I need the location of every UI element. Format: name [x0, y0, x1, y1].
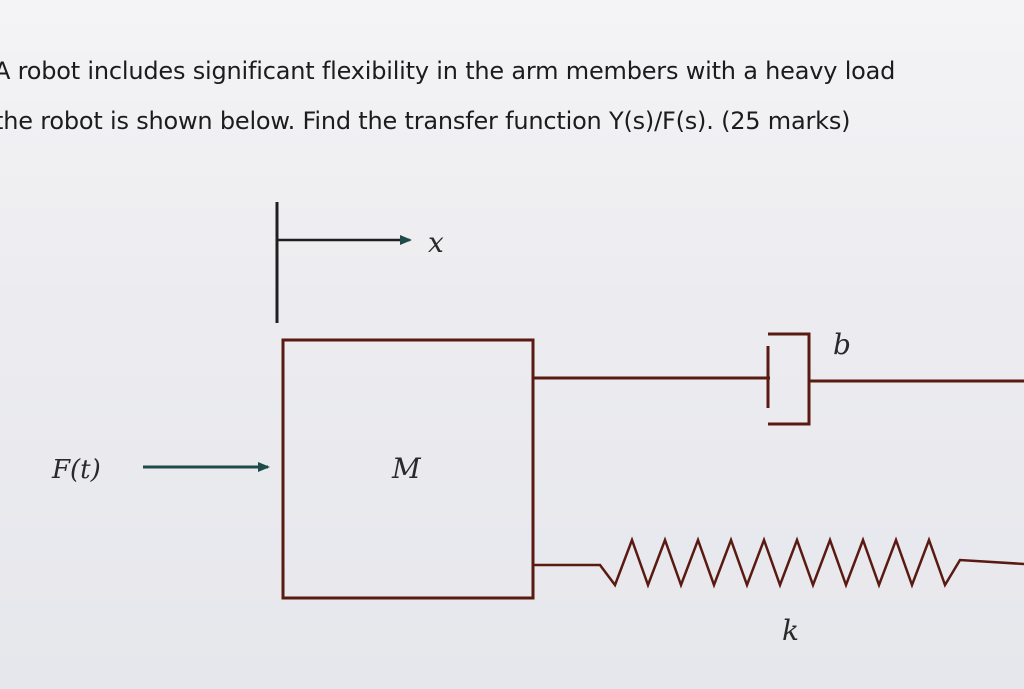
damper-label: b [833, 328, 851, 361]
force-label: F(t) [51, 455, 101, 485]
question-line-2: the robot is shown below. Find the trans… [0, 107, 851, 135]
damper: b [533, 328, 1024, 426]
displacement-label: x [428, 226, 444, 259]
question-line-1: A robot includes significant flexibility… [0, 57, 896, 85]
mass-label: M [391, 452, 422, 485]
displacement-indicator: x [275, 202, 444, 323]
force-arrow: F(t) [51, 455, 270, 485]
mass-block: M [281, 338, 535, 600]
spring: k [533, 536, 1024, 647]
spring-label: k [782, 614, 799, 647]
question-text: A robot includes significant flexibility… [0, 46, 1024, 146]
